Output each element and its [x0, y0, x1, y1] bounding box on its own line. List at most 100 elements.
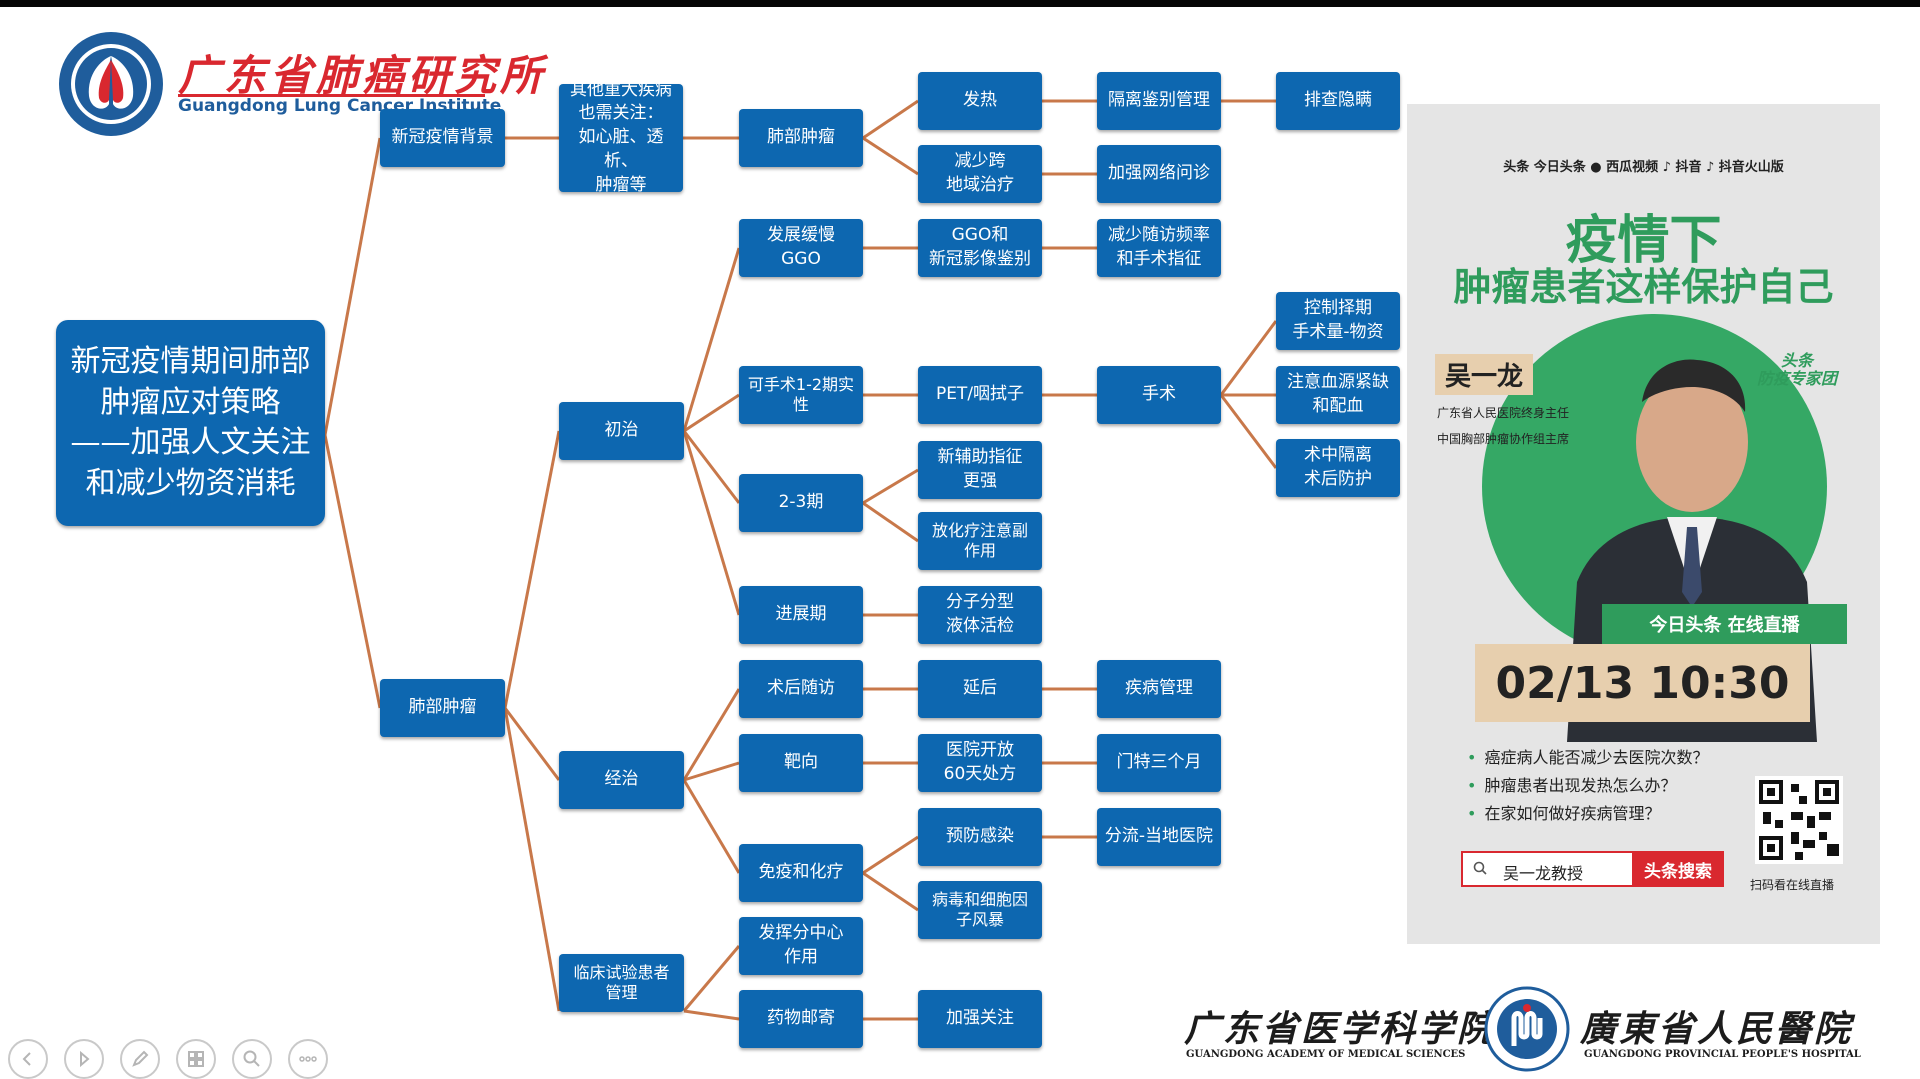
- node-lung-tumor[interactable]: 肺部肿瘤: [380, 679, 505, 737]
- connector: [862, 468, 919, 505]
- zoom-button[interactable]: [232, 1039, 272, 1079]
- node-delay[interactable]: 延后: [918, 660, 1042, 718]
- node-operable-stage[interactable]: 可手术1-2期实 性: [739, 366, 863, 424]
- poster-title-line1: 疫情下: [1565, 211, 1722, 271]
- connector: [1219, 320, 1278, 396]
- academy-english-name: GUANGDONG ACADEMY OF MEDICAL SCIENCES: [1186, 1049, 1466, 1060]
- connector: [682, 688, 741, 781]
- connector: [862, 136, 919, 176]
- connector: [682, 247, 741, 432]
- node-control-elective-surgery[interactable]: 控制择期 手术量-物资: [1276, 292, 1400, 350]
- poster-search-button: 头条搜索: [1632, 851, 1724, 887]
- node-drug-mail[interactable]: 药物邮寄: [739, 990, 863, 1048]
- node-blood-supply[interactable]: 注意血源紧缺 和配血: [1276, 366, 1400, 424]
- node-molecular-typing[interactable]: 分子分型 液体活检: [918, 586, 1042, 644]
- doctor-role-2: 中国胸部肿瘤协作组主席: [1437, 432, 1570, 446]
- poster-question-1: 癌症病人能否减少去医院次数？: [1467, 744, 1708, 768]
- connector: [323, 137, 382, 436]
- node-treated[interactable]: 经治: [559, 751, 684, 809]
- node-advanced-stage[interactable]: 进展期: [739, 586, 863, 644]
- node-postop-followup[interactable]: 术后随访: [739, 660, 863, 718]
- node-clinic-three-months[interactable]: 门特三个月: [1097, 734, 1221, 792]
- node-ggo-covid-imaging[interactable]: GGO和 新冠影像鉴别: [918, 219, 1042, 277]
- connector: [503, 707, 561, 781]
- doctor-role-1: 广东省人民医院终身主任: [1437, 406, 1570, 420]
- window-top-bar: [0, 0, 1920, 7]
- connector: [683, 761, 740, 782]
- node-lung-tumor-background[interactable]: 肺部肿瘤: [739, 109, 863, 167]
- connector: [682, 779, 741, 874]
- pen-tool-button[interactable]: [120, 1039, 160, 1079]
- node-clinical-trial[interactable]: 临床试验患者 管理: [559, 954, 684, 1012]
- live-stream-poster: 头条 今日头条 ● 西瓜视频 ♪ 抖音 ♪ 抖音火山版 疫情下 肿瘤患者这样保护…: [1407, 104, 1880, 944]
- see-all-slides-button[interactable]: [176, 1039, 216, 1079]
- connector: [862, 99, 919, 140]
- hospital-seal-logo: [1484, 986, 1570, 1072]
- node-cytokine-storm[interactable]: 病毒和细胞因 子风暴: [918, 881, 1042, 939]
- institute-title: 广东省肺癌研究所: [178, 51, 547, 100]
- node-fever[interactable]: 发热: [918, 72, 1042, 130]
- connector: [323, 434, 382, 709]
- node-other-diseases[interactable]: 其他重大疾病 也需关注： 如心脏、透析、 肿瘤等: [559, 80, 683, 195]
- qr-caption: 扫码看在线直播: [1750, 878, 1835, 892]
- datetime-background: [1475, 644, 1810, 722]
- poster-search-text: 吴一龙教授: [1503, 864, 1584, 883]
- lung-cancer-institute-logo: [59, 32, 163, 136]
- more-options-button[interactable]: [288, 1039, 328, 1079]
- mindmap-root[interactable]: 新冠疫情期间肺部 肿瘤应对策略 ——加强人文关注 和减少物资消耗: [56, 320, 325, 526]
- node-reduce-cross-region[interactable]: 减少跨 地域治疗: [918, 145, 1042, 203]
- more-icon: [299, 1056, 317, 1062]
- node-screen-concealment[interactable]: 排查隐瞒: [1276, 72, 1400, 130]
- live-label: 今日头条 在线直播: [1602, 604, 1847, 644]
- connector: [683, 1009, 740, 1021]
- node-intraop-isolation[interactable]: 术中隔离 术后防护: [1276, 439, 1400, 497]
- node-isolation-management[interactable]: 隔离鉴别管理: [1097, 72, 1221, 130]
- next-slide-button[interactable]: [64, 1039, 104, 1079]
- node-disease-management[interactable]: 疾病管理: [1097, 660, 1221, 718]
- academy-name: 广东省医学科学院: [1184, 1008, 1497, 1050]
- node-pet-swab[interactable]: PET/咽拭子: [918, 366, 1042, 424]
- hospital-name: 廣東省人民醫院: [1580, 1008, 1854, 1050]
- live-datetime: 02/13 10:30: [1495, 657, 1790, 709]
- node-covid-background[interactable]: 新冠疫情背景: [380, 109, 505, 167]
- node-online-consultation[interactable]: 加强网络问诊: [1097, 145, 1221, 203]
- connector: [503, 430, 561, 709]
- node-subcenter[interactable]: 发挥分中心 作用: [739, 917, 863, 975]
- connector: [862, 871, 919, 912]
- node-prevent-infection[interactable]: 预防感染: [918, 808, 1042, 866]
- poster-title-line2: 肿瘤患者这样保护自己: [1453, 265, 1834, 309]
- node-neoadjuvant[interactable]: 新辅助指征 更强: [918, 441, 1042, 499]
- node-reduce-followup[interactable]: 减少随访频率 和手术指征: [1097, 219, 1221, 277]
- node-60-day-prescription[interactable]: 医院开放 60天处方: [918, 734, 1042, 792]
- connector: [682, 430, 741, 504]
- qr-code-icon: [1755, 776, 1843, 864]
- node-local-hospital[interactable]: 分流-当地医院: [1097, 808, 1221, 866]
- node-chemoradiation-side-effects[interactable]: 放化疗注意副 作用: [918, 512, 1042, 570]
- previous-slide-button[interactable]: [8, 1039, 48, 1079]
- connector: [682, 945, 741, 1012]
- connector: [503, 707, 561, 1012]
- node-immuno-chemo[interactable]: 免疫和化疗: [739, 844, 863, 902]
- node-slow-ggo[interactable]: 发展缓慢 GGO: [739, 219, 863, 277]
- poster-question-2: 肿瘤患者出现发热怎么办？: [1467, 772, 1676, 796]
- node-stage-2-3[interactable]: 2-3期: [739, 474, 863, 532]
- hospital-english-name: GUANGDONG PROVINCIAL PEOPLE'S HOSPITAL: [1584, 1049, 1861, 1060]
- slides-grid-icon: [188, 1051, 204, 1067]
- poster-question-3: 在家如何做好疾病管理？: [1467, 800, 1660, 824]
- node-initial-treatment[interactable]: 初治: [559, 402, 684, 460]
- node-strengthen-attention[interactable]: 加强关注: [918, 990, 1042, 1048]
- doctor-name: 吴一龙: [1435, 354, 1534, 395]
- search-icon: [1473, 861, 1487, 875]
- poster-expert-badge: 头条 防疫专家团: [1757, 351, 1838, 389]
- connector: [682, 430, 741, 616]
- zoom-icon: [243, 1050, 260, 1067]
- node-targeted[interactable]: 靶向: [739, 734, 863, 792]
- institute-title-underline: [178, 94, 485, 97]
- poster-platforms: 头条 今日头条 ● 西瓜视频 ♪ 抖音 ♪ 抖音火山版: [1503, 160, 1784, 175]
- connector: [683, 393, 740, 433]
- connector: [862, 835, 919, 875]
- connector: [1219, 394, 1278, 469]
- previous-icon: [22, 1052, 31, 1066]
- pen-icon: [132, 1050, 149, 1067]
- node-surgery[interactable]: 手术: [1097, 366, 1221, 424]
